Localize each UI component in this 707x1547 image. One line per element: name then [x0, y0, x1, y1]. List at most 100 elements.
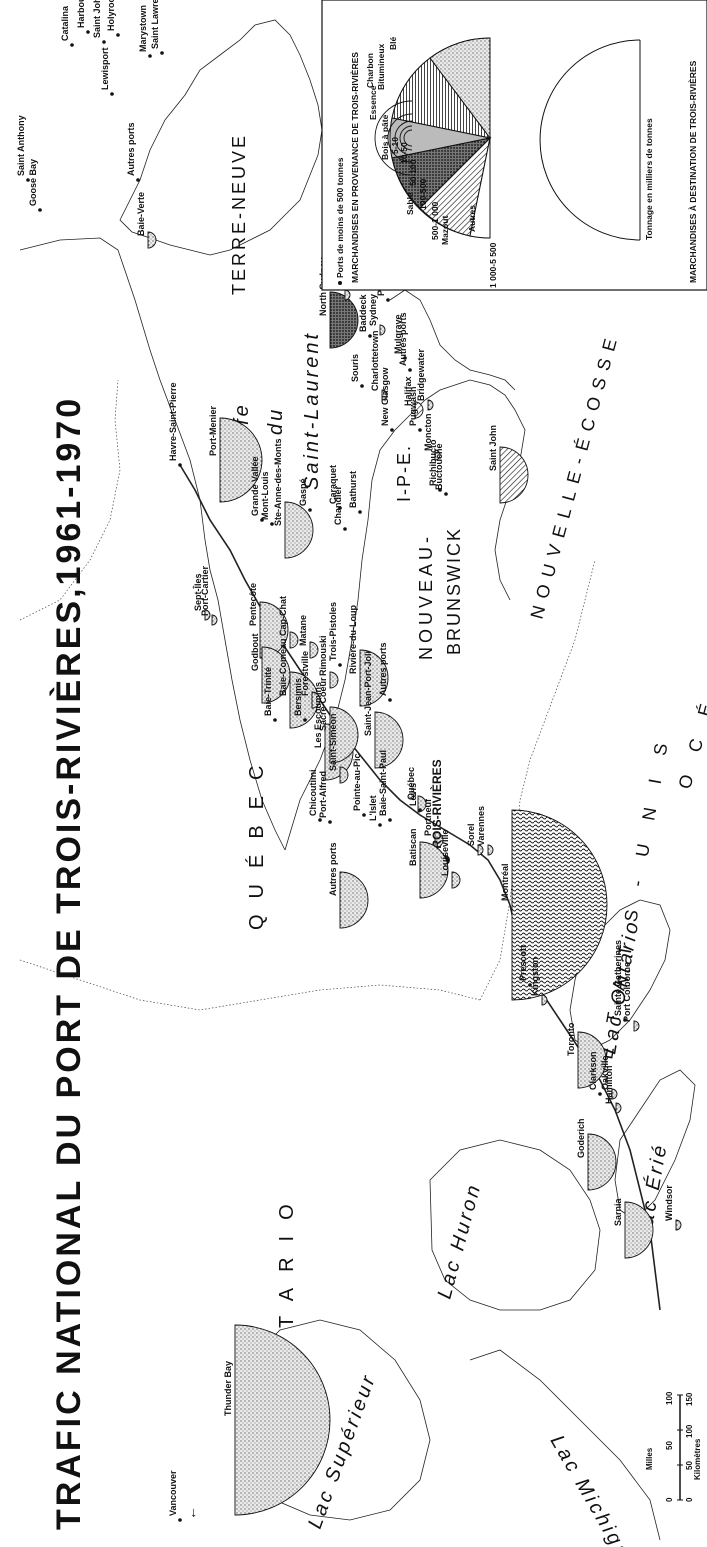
port-dot: [178, 1518, 182, 1522]
port-label: Bersimis: [293, 678, 303, 716]
port-cap-chat: Cap-Chat: [278, 596, 299, 649]
port-bersimis: Bersimis: [293, 678, 307, 722]
port-label: Chicoutimi: [308, 770, 318, 817]
port-l-islet: L'Islet: [368, 795, 382, 827]
port-label: New Glasgow: [380, 366, 390, 426]
port-dot: [26, 178, 30, 182]
port-dot: [178, 463, 182, 467]
port-symbol: [587, 1133, 617, 1191]
port-symbol: [204, 609, 211, 621]
port-dot: [110, 92, 114, 96]
port-prescott: Prescott: [518, 945, 532, 987]
port-dot: [408, 368, 412, 372]
port-label: Goose Bay: [28, 159, 38, 206]
lake-ontario-shore: [569, 899, 671, 1051]
nova-scotia-coast: [389, 289, 516, 391]
port-autres-ports: Autres ports: [126, 122, 140, 182]
port-label: Halifax: [403, 376, 413, 406]
port-label: Sarnia: [613, 1197, 623, 1226]
port-symbol: [414, 401, 424, 419]
port-label: Richibucto: [428, 439, 438, 486]
port-dot: [598, 1092, 602, 1096]
port-baddeck: Baddeck: [358, 293, 372, 338]
port-dot: [360, 384, 364, 388]
legend-ring-100-500: 100-500: [418, 179, 428, 210]
port-label: Souris: [350, 354, 360, 382]
port-label: Pointe-au-Pic: [352, 753, 362, 811]
port-label: Grande Vallée: [250, 456, 260, 516]
gaspe-coast: [284, 399, 426, 851]
region-quebec: QUÉBEC: [245, 750, 268, 930]
port-symbol: [309, 641, 319, 659]
port-holyrood: Holyrood: [106, 0, 120, 37]
port-symbol: [381, 389, 388, 401]
region-nouveau-brunswick-1: NOUVEAU-: [416, 533, 436, 660]
port-label: Saint-Siméon: [328, 713, 338, 771]
port-label: Moncton: [423, 414, 433, 452]
lake-huron-shore: [429, 1139, 601, 1311]
port-dot: [390, 428, 394, 432]
port-label: Autres ports: [328, 842, 338, 896]
port-toronto: Toronto: [566, 1022, 607, 1089]
port-label: Thunder Bay: [223, 1361, 233, 1416]
legend-ring-50-100: 50-100: [408, 159, 418, 186]
port-label: Port-Cartier: [200, 565, 210, 616]
legend-ring-scale: [374, 100, 413, 176]
port-forestville: Forestville: [300, 651, 321, 709]
port-label: Trois-Pistoles: [328, 602, 338, 661]
port-bridgewater: Bridgewater: [416, 348, 434, 411]
port-dot: [102, 40, 106, 44]
port-halifax: Halifax: [403, 376, 424, 419]
port-saint-john-s: Saint John's: [92, 0, 106, 44]
port-label: Batiscan: [408, 828, 418, 866]
port-clarkson: Clarkson: [588, 1051, 602, 1096]
port-symbol: [219, 417, 263, 503]
port-vancouver: Vancouver: [168, 1470, 182, 1522]
port-label: Québec: [406, 767, 416, 800]
port-levis: Lévis: [408, 783, 422, 812]
port-label: Baddeck: [358, 293, 368, 332]
port-dot: [388, 698, 392, 702]
port-label: Harbour Grâce: [76, 0, 86, 28]
region-ipe: I-P-E.: [394, 444, 414, 502]
port-label: L'Islet: [368, 795, 378, 821]
port-symbol: [147, 231, 157, 249]
port-label: TROIS-RIVIÈRES: [429, 759, 444, 856]
port-port-menier: Port-Menier: [208, 405, 263, 503]
newfoundland-coast: [119, 19, 323, 256]
port-dot: [362, 813, 366, 817]
port-label: Windsor: [664, 1185, 674, 1221]
port-symbol: [624, 1201, 654, 1259]
port-label: Port-Alfred: [318, 771, 328, 818]
north-shore-coast: [19, 237, 286, 851]
legend-provenance-chart: [389, 37, 492, 239]
scale-km-0: 0: [685, 1497, 694, 1502]
scale-milles-label: Milles: [645, 1447, 654, 1470]
port-ste-anne-des-monts: Ste-Anne-des-Monts: [273, 439, 314, 559]
legend: Ports de moins de 500 tonnes MARCHANDISE…: [321, 0, 707, 291]
port-baie-verte: Baie-Verte: [136, 192, 157, 249]
port-souris: Souris: [350, 354, 364, 388]
port-dot: [38, 208, 42, 212]
port-label: Saint John: [488, 425, 498, 471]
port-symbol: [329, 291, 359, 349]
port-dot: [303, 718, 307, 722]
port-dot: [148, 54, 152, 58]
port-sacre-coeur: Sacré-Coeur: [318, 677, 359, 764]
port-saint-lawrence: Saint Lawrence: [150, 0, 164, 55]
port-kingston: Kingston: [530, 957, 548, 1006]
port-label: Les Escoumins: [313, 682, 323, 748]
us-canada-border: [479, 559, 596, 1001]
port-sainte-catherines: Sainte Catherines: [613, 940, 627, 1022]
port-symbol: [417, 795, 427, 813]
port-label: Prescott: [518, 945, 528, 981]
legend-sector-autres: Autres: [467, 205, 477, 232]
port-symbol: [611, 1088, 618, 1100]
port-autres-ports: Autres ports: [328, 842, 369, 929]
port-label: Sainte Catherines: [613, 940, 623, 1016]
port-label: Gaspé: [298, 478, 308, 506]
port-dot: [160, 51, 164, 55]
port-dot: [403, 356, 407, 360]
